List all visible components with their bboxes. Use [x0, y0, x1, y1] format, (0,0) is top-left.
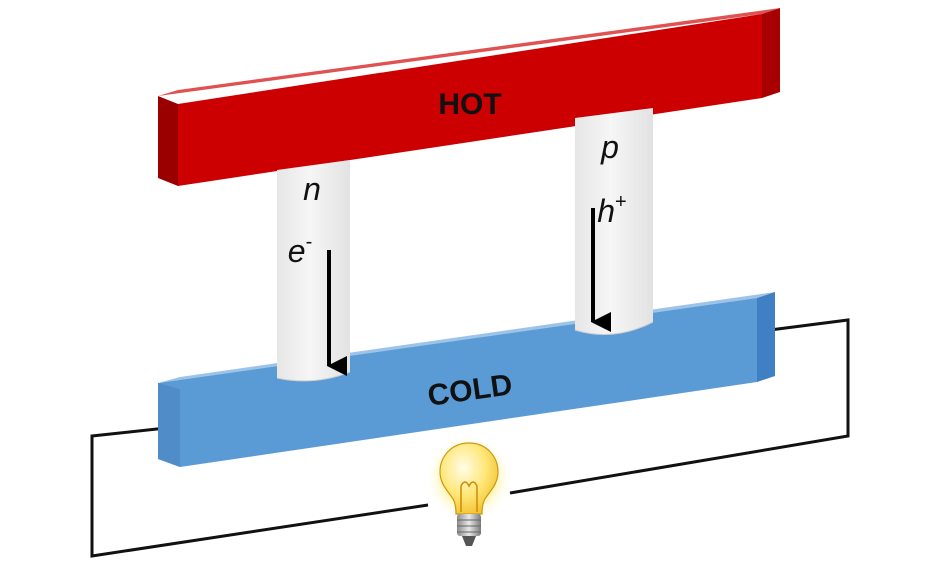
bulb-filament [460, 481, 478, 512]
hole-carrier-label: h+ [597, 191, 626, 229]
p-type-label: p [600, 129, 619, 165]
circuit-wire-right [509, 318, 850, 495]
cold-bar-front [158, 298, 757, 467]
hot-bar-end [762, 8, 780, 98]
circuit-wire [90, 318, 850, 558]
n-type-label: n [303, 171, 321, 207]
bulb-tip [462, 536, 476, 546]
hot-label: HOT [438, 88, 501, 121]
electron-carrier-label: e- [288, 231, 312, 269]
n-type-leg: n e- [276, 160, 351, 382]
light-bulb-icon [425, 434, 513, 546]
hot-bar-left-side [158, 96, 178, 186]
hot-bar-top [158, 8, 780, 96]
p-type-leg: p h+ [574, 108, 654, 335]
bulb-base [457, 514, 481, 536]
cold-bar-left-side [158, 383, 180, 467]
cold-bar-end [757, 292, 775, 382]
n-leg-body [277, 160, 350, 381]
hot-bar: HOT [158, 8, 780, 186]
circuit-wire-left [90, 426, 429, 558]
hot-bar-front [178, 14, 762, 186]
p-leg-bottom-edge [574, 321, 654, 335]
